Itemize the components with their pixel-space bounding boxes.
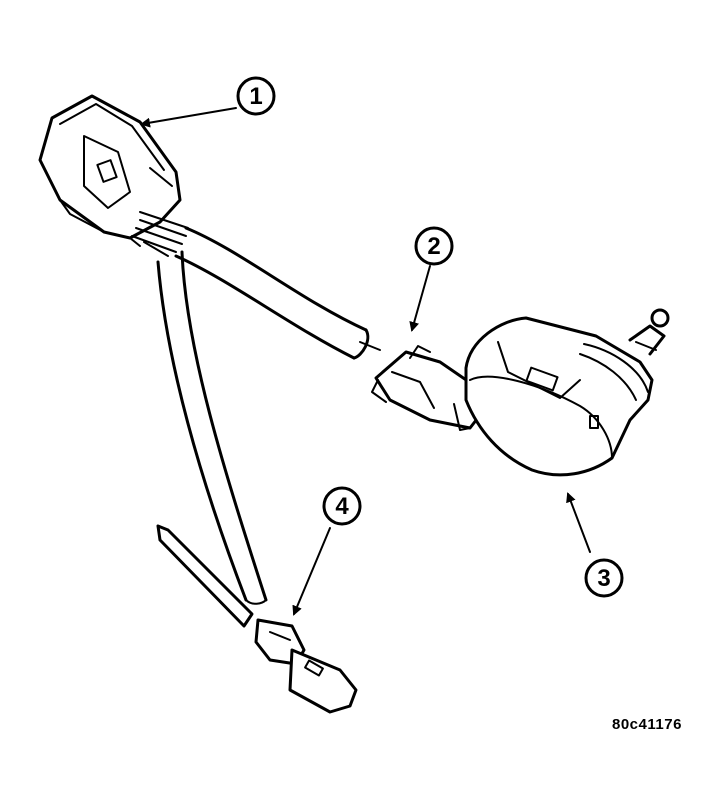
harness-wires — [131, 211, 189, 257]
callout-4: 4 — [322, 486, 362, 526]
callout-2: 2 — [414, 226, 454, 266]
callout-3-label: 3 — [597, 565, 610, 592]
bulb-socket — [156, 524, 358, 714]
callout-2-label: 2 — [427, 233, 440, 260]
callout-4-label: 4 — [335, 493, 349, 520]
callout-3: 3 — [584, 558, 624, 598]
main-cable — [174, 226, 381, 360]
callout-1: 1 — [236, 76, 276, 116]
figure-id: 80c41176 — [612, 716, 682, 733]
callout-1-label: 1 — [249, 83, 262, 110]
branch-cable — [156, 250, 268, 605]
actuator-motor — [464, 308, 670, 477]
callout-leaders — [140, 107, 591, 616]
harness-connector — [38, 94, 182, 247]
